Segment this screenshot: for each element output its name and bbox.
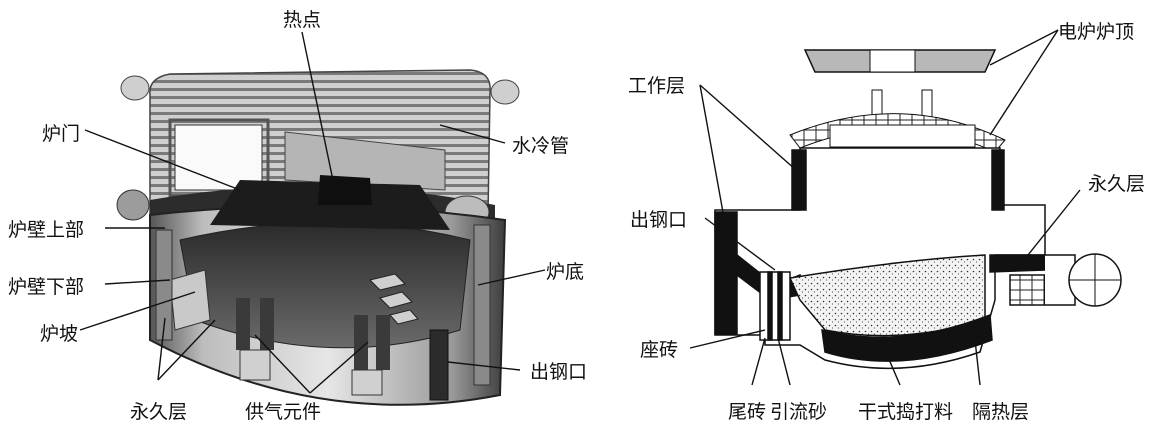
label-insulation-layer: 隔热层	[972, 401, 1029, 423]
label-working-layer: 工作层	[628, 75, 685, 97]
label-furnace-door: 炉门	[42, 123, 80, 145]
label-roof: 电炉炉顶	[1058, 21, 1134, 43]
label-drainage-sand: 引流砂	[770, 401, 827, 423]
label-water-cooled-pipe: 水冷管	[512, 135, 569, 157]
furnace-section-svg: 电炉炉顶 工作层 永久层 出钢口 座砖 尾砖 引流砂 干式捣打料 隔热层	[628, 21, 1145, 423]
label-lower-wall: 炉壁下部	[8, 276, 84, 298]
label-hot-spot: 热点	[283, 9, 321, 31]
water-cooled-panel	[120, 69, 520, 216]
label-permanent-layer-right: 永久层	[1088, 173, 1145, 195]
label-tail-brick: 尾砖	[728, 401, 766, 423]
label-upper-wall: 炉壁上部	[8, 219, 84, 241]
furnace-cutaway-diagram: 热点 炉门 水冷管 炉壁上部 炉壁下部 炉底 炉坡 出钢口 永久层 供气元件	[8, 9, 587, 423]
roof	[789, 49, 1006, 153]
label-tap-hole-right: 出钢口	[630, 209, 687, 231]
left-leader-lines	[79, 31, 546, 394]
furnace-shell	[149, 175, 507, 406]
furnace-body	[714, 147, 1122, 370]
label-dry-ramming-mix: 干式捣打料	[858, 401, 953, 423]
label-permanent-layer-left: 永久层	[130, 401, 187, 423]
right-leader-lines	[689, 29, 1081, 386]
furnace-cutaway-svg: 热点 炉门 水冷管 炉壁上部 炉壁下部 炉底 炉坡 出钢口 永久层 供气元件	[8, 9, 587, 423]
label-slope: 炉坡	[40, 323, 78, 345]
furnace-section-diagram: 电炉炉顶 工作层 永久层 出钢口 座砖 尾砖 引流砂 干式捣打料 隔热层	[600, 0, 1153, 433]
label-tap-hole-left: 出钢口	[530, 361, 587, 383]
label-seat-brick: 座砖	[640, 339, 678, 361]
label-furnace-bottom: 炉底	[546, 261, 584, 283]
label-gas-supply-element: 供气元件	[245, 401, 321, 423]
